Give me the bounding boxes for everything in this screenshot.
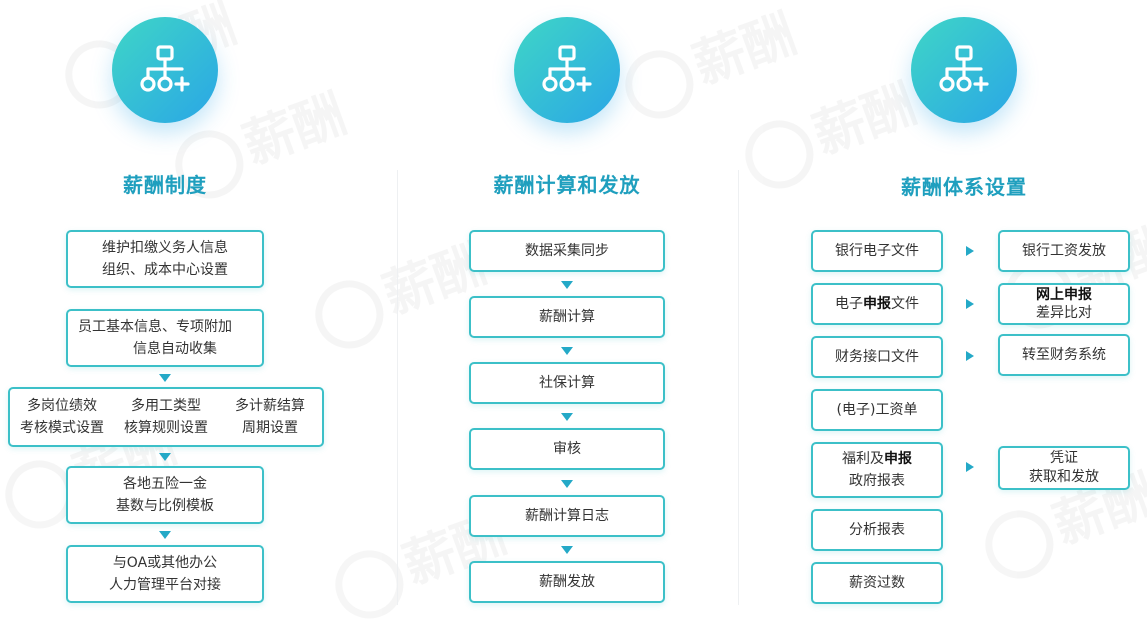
step-box: 各地五险一金 基数与比例模板 [66,466,264,524]
step-box: 薪酬发放 [469,561,665,603]
step-text: 维护扣缴义务人信息 [102,240,228,256]
org-structure-add-icon [911,17,1017,123]
output-box: 福利及申报 政府报表 [811,442,943,498]
output-box: 银行电子文件 [811,230,943,272]
output-text: 财务接口文件 [835,349,919,365]
step-text: 多用工类型 [131,398,201,414]
down-arrow-icon [561,281,573,289]
right-arrow-icon [966,351,974,361]
org-structure-add-icon [514,17,620,123]
step-text: 核算规则设置 [124,420,208,436]
step-box: 薪酬计算日志 [469,495,665,537]
down-arrow-icon [159,374,171,382]
step-text: 社保计算 [539,375,595,391]
output-box: 财务接口文件 [811,336,943,378]
step-text: 考核模式设置 [20,420,104,436]
step-text: 审核 [553,441,581,457]
output-text: 分析报表 [849,522,905,538]
step-text: 数据采集同步 [525,243,609,259]
step-text: 各地五险一金 [123,476,207,492]
down-arrow-icon [561,347,573,355]
result-text: 转至财务系统 [1022,347,1106,363]
result-box: 网上申报 差异比对 [998,283,1130,325]
column-divider [738,170,739,605]
down-arrow-icon [561,413,573,421]
step-text: 薪酬发放 [539,574,595,590]
output-text: 政府报表 [849,473,905,489]
right-arrow-icon [966,299,974,309]
output-text: (电子)工资单 [836,402,918,418]
output-text: 银行电子文件 [835,243,919,259]
result-text: 银行工资发放 [1022,243,1106,259]
down-arrow-icon [561,546,573,554]
column-title: 薪酬计算和发放 [493,173,641,197]
step-box: 维护扣缴义务人信息 组织、成本中心设置 [66,230,264,288]
output-box: (电子)工资单 [811,389,943,431]
watermark: 薪酬 [612,0,807,128]
right-arrow-icon [966,462,974,472]
step-text: 周期设置 [242,420,298,436]
org-structure-add-icon [112,17,218,123]
down-arrow-icon [561,480,573,488]
step-text: 与OA或其他办公 [112,555,218,571]
step-text: 基数与比例模板 [116,498,214,514]
step-text: 薪酬计算日志 [525,508,609,524]
step-text: 多岗位绩效 [27,398,97,414]
step-text: 多计薪结算 [235,398,305,414]
result-box: 凭证 获取和发放 [998,446,1130,490]
step-text: 信息自动收集 [133,341,217,357]
column-title: 薪酬体系设置 [901,175,1027,199]
output-text: 福利及申报 [842,451,912,467]
right-arrow-icon [966,246,974,256]
result-text: 凭证 [1050,450,1078,466]
step-text: 人力管理平台对接 [109,577,221,593]
output-box: 薪资过数 [811,562,943,604]
down-arrow-icon [159,453,171,461]
result-box: 转至财务系统 [998,334,1130,376]
watermark: 薪酬 [302,222,497,358]
step-box: 多岗位绩效 考核模式设置 多用工类型 核算规则设置 多计薪结算 周期设置 [8,387,324,447]
column-divider [397,170,398,605]
result-text: 网上申报 [1036,287,1092,303]
result-box: 银行工资发放 [998,230,1130,272]
step-box: 审核 [469,428,665,470]
step-text: 薪酬计算 [539,309,595,325]
step-box: 员工基本信息、专项附加 信息自动收集 [66,309,264,367]
column-title: 薪酬制度 [123,173,207,197]
output-box: 电子申报文件 [811,283,943,325]
step-text: 员工基本信息、专项附加 [78,319,232,335]
step-box: 与OA或其他办公 人力管理平台对接 [66,545,264,603]
output-text: 电子申报文件 [835,296,919,312]
result-text: 获取和发放 [1029,469,1099,485]
step-text: 组织、成本中心设置 [102,262,228,278]
step-box: 薪酬计算 [469,296,665,338]
step-box: 数据采集同步 [469,230,665,272]
step-box: 社保计算 [469,362,665,404]
result-text: 差异比对 [1036,305,1092,321]
output-box: 分析报表 [811,509,943,551]
down-arrow-icon [159,531,171,539]
output-text: 薪资过数 [849,575,905,591]
